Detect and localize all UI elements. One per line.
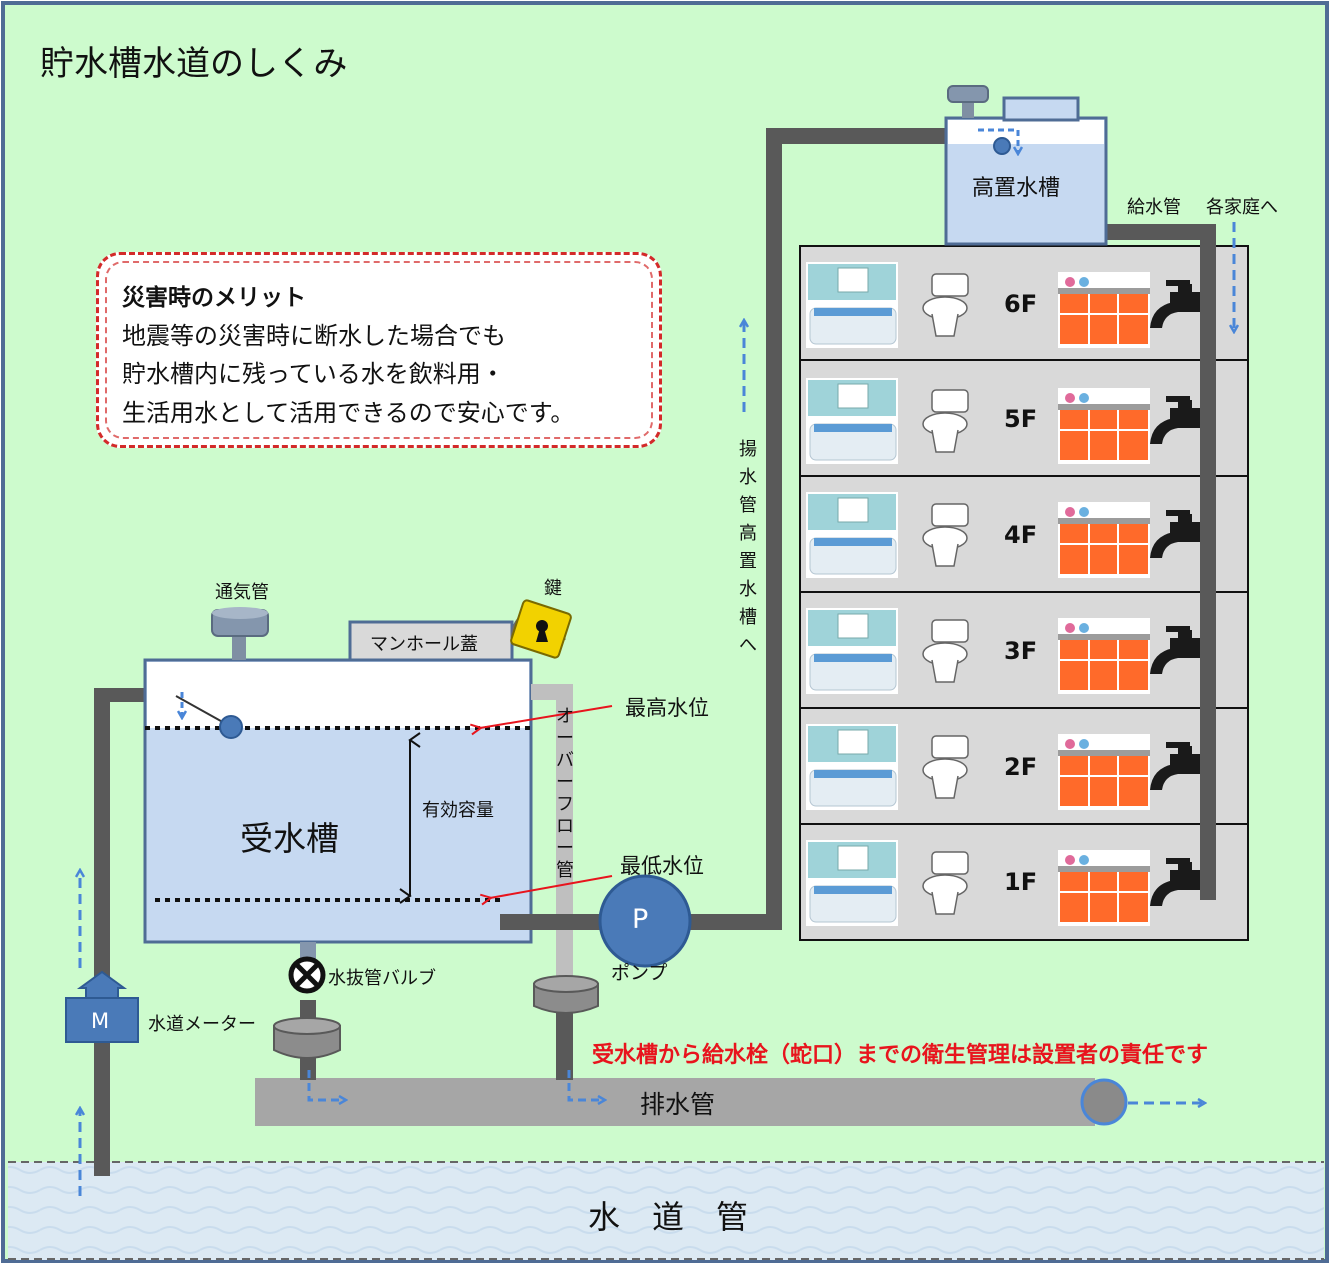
to-homes-label: 各家庭へ	[1206, 197, 1278, 218]
merit-line: 地震等の災害時に断水した場合でも	[122, 322, 506, 350]
overflow-flow-arrow	[567, 1070, 605, 1100]
pump-label: ポンプ	[611, 962, 668, 984]
drain-outlet	[1080, 1078, 1128, 1126]
overflow-pipe-label: オーバーフロー管	[556, 706, 574, 881]
ball-tap	[175, 692, 243, 739]
toilet-icon	[922, 273, 969, 337]
max-level-label: 最高水位	[625, 696, 709, 720]
meter-label: 水道メーター	[148, 1014, 256, 1035]
floor-fixtures	[806, 262, 1204, 926]
vent-pipe-label: 通気管	[215, 582, 269, 603]
faucet-icon	[1150, 396, 1204, 444]
merit-line: 貯水槽内に残っている水を飲料用・	[122, 360, 505, 388]
receiving-tank-label: 受水槽	[240, 819, 339, 858]
toilet-icon	[922, 851, 969, 915]
floor-label: 6F	[1004, 290, 1038, 318]
toilet-icon	[922, 619, 969, 683]
bathtub-icon	[806, 378, 898, 464]
toilet-icon	[922, 503, 969, 567]
building	[799, 245, 1249, 941]
merit-callout	[96, 252, 662, 448]
overflow-pipe	[531, 684, 599, 1080]
bathtub-icon	[806, 840, 898, 926]
min-level-label: 最低水位	[620, 854, 704, 878]
toilet-icon	[922, 389, 969, 453]
supply-pipe	[1106, 224, 1216, 900]
water-main	[8, 1161, 1324, 1260]
bathtub-icon	[806, 492, 898, 578]
kitchen-icon	[1058, 618, 1150, 694]
drain-pipe-label: 排水管	[640, 1090, 716, 1119]
effective-capacity-label: 有効容量	[422, 800, 494, 821]
water-meter	[65, 970, 139, 1043]
kitchen-icon	[1058, 502, 1150, 578]
lift-pipe	[500, 128, 976, 930]
pump-letter: P	[632, 904, 649, 935]
responsibility-notice: 受水槽から給水栓（蛇口）までの衛生管理は設置者の責任です	[592, 1043, 1209, 1068]
elevated-tank-label: 高置水槽	[972, 176, 1061, 201]
floor-label: 3F	[1004, 637, 1038, 665]
receiving-tank-body	[143, 658, 533, 944]
drain-valve-flow-arrow	[307, 1070, 346, 1100]
merit-line: 生活用水として活用できるので安心です。	[122, 399, 575, 427]
kitchen-icon	[1058, 388, 1150, 464]
faucet-icon	[1150, 510, 1204, 558]
bathtub-icon	[806, 262, 898, 348]
lift-pipe-label: 揚水管 高置水槽へ	[739, 439, 775, 656]
kitchen-icon	[1058, 272, 1150, 348]
min-level-pointer	[490, 875, 613, 898]
manhole-label: マンホール蓋	[370, 634, 478, 655]
water-main-label: 水 道 管	[588, 1198, 749, 1236]
vent-pipe	[211, 607, 269, 660]
floor-label: 2F	[1004, 753, 1038, 781]
faucet-icon	[1150, 626, 1204, 674]
faucet-icon	[1150, 742, 1204, 790]
floor-label: 1F	[1004, 868, 1038, 896]
merit-heading: 災害時のメリット	[122, 285, 306, 311]
pump-icon	[598, 874, 692, 968]
floor-label: 5F	[1004, 405, 1038, 433]
kitchen-icon	[1058, 734, 1150, 810]
elevated-tank	[944, 85, 1108, 246]
faucet-icon	[1150, 280, 1204, 328]
bathtub-icon	[806, 724, 898, 810]
supply-pipe-label: 給水管	[1127, 197, 1181, 218]
key-label: 鍵	[544, 578, 562, 599]
drain-pipe	[255, 1078, 1095, 1126]
meter-letter: M	[91, 1009, 110, 1033]
faucet-icon	[1150, 858, 1204, 906]
page-title: 貯水槽水道のしくみ	[40, 44, 348, 84]
toilet-icon	[922, 735, 969, 799]
floor-label: 4F	[1004, 521, 1038, 549]
drain-valve-label: 水抜管バルブ	[328, 968, 436, 989]
bathtub-icon	[806, 608, 898, 694]
padlock-icon	[510, 599, 572, 659]
max-level-pointer	[480, 705, 613, 728]
drain-valve-icon	[288, 956, 326, 994]
kitchen-icon	[1058, 850, 1150, 926]
